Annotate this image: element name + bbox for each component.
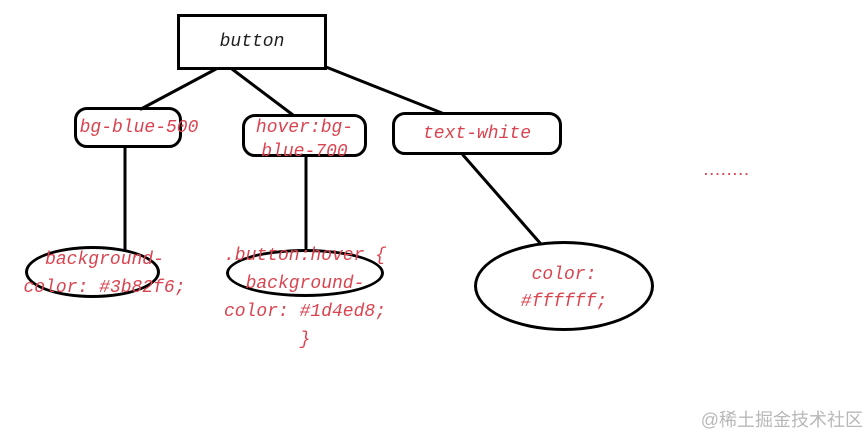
edge-button-to-text-white	[324, 65, 444, 115]
edge-button-to-bg-blue-500	[139, 67, 218, 111]
node-value-hover-rule	[226, 249, 384, 297]
ellipsis-dots: ........	[702, 164, 750, 179]
node-button	[177, 14, 327, 70]
node-bg-blue-500	[74, 107, 182, 148]
node-value-text-white	[474, 241, 654, 331]
node-text-white	[392, 112, 562, 155]
edge-text-white-to-value	[461, 153, 542, 245]
edge-button-to-hover-bg-blue-700	[230, 67, 295, 117]
watermark: @稀土掘金技术社区	[700, 410, 863, 430]
node-value-bg-blue-500	[25, 246, 160, 298]
node-hover-bg-blue-700	[242, 114, 367, 157]
